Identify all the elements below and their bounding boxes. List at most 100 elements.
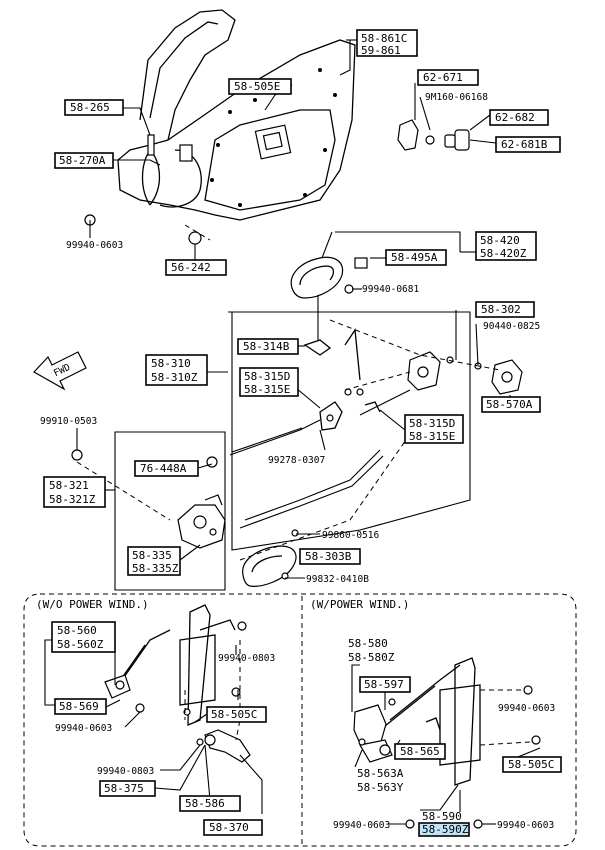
label-58-495a: 58-495A [391, 251, 438, 264]
label-58-580z: 58-580Z [348, 651, 395, 664]
power-regulator-drawing [353, 657, 541, 829]
striker-bracket-parts [397, 119, 470, 151]
label-99940-0603-c: 99940-0603 [498, 703, 555, 714]
label-99832-0410b: 99832-0410B [306, 574, 369, 585]
label-58-335z: 58-335Z [132, 562, 179, 575]
label-box-58-505c [206, 706, 267, 723]
label-99940-0803-a: 99940-0803 [218, 653, 275, 664]
label-99940-0803-b: 99940-0803 [97, 766, 154, 777]
label-box-76-448a [134, 460, 199, 477]
label-box-58-302 [475, 301, 535, 318]
fwd-arrow: FWD [33, 351, 87, 391]
label-58-570a: 58-570A [486, 398, 533, 411]
label-58-565: 58-565 [400, 745, 440, 758]
outer-handle-drawing [290, 256, 368, 340]
label-58-563a: 58-563A [357, 767, 404, 780]
label-58-420z: 58-420Z [480, 247, 527, 260]
leader-lines [76, 39, 511, 591]
label-56-242: 56-242 [171, 261, 211, 274]
label-box-58-321 [43, 476, 106, 508]
label-box-58-315d [239, 367, 299, 397]
label-58-303b: 58-303B [305, 550, 352, 563]
label-99278-0307: 99278-0307 [268, 455, 325, 466]
label-58-310: 58-310 [151, 357, 191, 370]
label-box-58-590z-highlighted[interactable] [418, 822, 470, 837]
label-58-580: 58-580 [348, 637, 388, 650]
label-58-315d-2: 58-315D [409, 417, 455, 430]
label-62-682: 62-682 [495, 111, 535, 124]
header-without-power-window: (W/O POWER WIND.) [36, 598, 149, 611]
label-58-560: 58-560 [57, 624, 97, 637]
manual-regulator-drawing [104, 604, 251, 763]
label-99940-0603-e: 99940-0603 [497, 820, 554, 831]
label-box-58-335 [127, 546, 181, 576]
label-58-563y: 58-563Y [357, 781, 404, 794]
label-58-375: 58-375 [104, 782, 144, 795]
label-box-58-370 [203, 819, 263, 836]
label-box-58-505c-2 [502, 756, 562, 773]
label-58-335: 58-335 [132, 549, 172, 562]
label-box-62-682 [489, 109, 549, 126]
label-58-505c-2: 58-505C [508, 758, 554, 771]
power-window-sections: (W/O POWER WIND.) (W/POWER WIND.) [23, 593, 577, 847]
label-box-58-265 [64, 99, 124, 116]
label-box-58-310 [145, 354, 208, 386]
label-58-265: 58-265 [70, 101, 110, 114]
label-box-56-242 [165, 259, 227, 276]
label-box-62-681b [495, 136, 561, 153]
label-90440-0825: 90440-0825 [483, 321, 540, 332]
label-box-58-861c [356, 29, 418, 57]
label-box-58-495a [385, 249, 447, 266]
label-58-505c: 58-505C [211, 708, 257, 721]
label-58-590z[interactable]: 58-590Z [422, 823, 469, 836]
label-58-315e-2: 58-315E [409, 430, 455, 443]
label-box-58-420 [475, 231, 537, 261]
label-99860-0516: 99860-0516 [322, 530, 379, 541]
label-box-58-303b [299, 548, 361, 565]
label-58-569: 58-569 [59, 700, 99, 713]
label-58-315e: 58-315E [244, 383, 290, 396]
label-58-420: 58-420 [480, 234, 520, 247]
linkage-rods [229, 389, 411, 529]
label-box-58-314b [237, 338, 299, 355]
label-58-315d: 58-315D [244, 370, 290, 383]
label-box-58-565 [394, 743, 446, 760]
label-99940-0603-b: 99940-0603 [55, 723, 112, 734]
label-58-861c: 58-861C [361, 32, 407, 45]
label-99940-0603-d: 99940-0603 [333, 820, 390, 831]
label-box-58-270a [54, 152, 114, 169]
door-panel-drawing [84, 9, 356, 245]
label-58-321z: 58-321Z [49, 493, 96, 506]
lock-mechanism-drawing [303, 328, 523, 431]
label-9m160-06168: 9M160-06168 [425, 92, 488, 103]
door-latch-drawing [71, 449, 226, 549]
inner-handle-drawing [242, 529, 299, 587]
label-58-321: 58-321 [49, 479, 89, 492]
label-box-58-375 [99, 780, 156, 797]
label-box-58-505e [228, 78, 292, 95]
label-box-58-569 [54, 698, 107, 715]
label-62-681b: 62-681B [501, 138, 548, 151]
label-58-302: 58-302 [481, 303, 521, 316]
label-box-58-597 [359, 676, 411, 693]
label-58-270a: 58-270A [59, 154, 106, 167]
label-box-62-671 [417, 69, 479, 86]
label-58-597: 58-597 [364, 678, 404, 691]
label-58-370: 58-370 [209, 821, 249, 834]
label-58-586: 58-586 [185, 797, 225, 810]
label-62-671: 62-671 [423, 71, 463, 84]
label-box-58-570a [481, 396, 541, 413]
label-box-58-560 [51, 621, 116, 653]
label-99940-0603-top: 99940-0603 [66, 240, 123, 251]
label-58-560z: 58-560Z [57, 638, 104, 651]
label-76-448a: 76-448A [140, 462, 187, 475]
label-58-590: 58-590 [422, 810, 462, 823]
label-58-310z: 58-310Z [151, 371, 198, 384]
label-box-58-586 [179, 795, 241, 812]
label-99940-0681: 99940-0681 [362, 284, 419, 295]
label-58-314b: 58-314B [243, 340, 290, 353]
header-with-power-window: (W/POWER WIND.) [310, 598, 409, 611]
label-58-505e: 58-505E [234, 80, 280, 93]
